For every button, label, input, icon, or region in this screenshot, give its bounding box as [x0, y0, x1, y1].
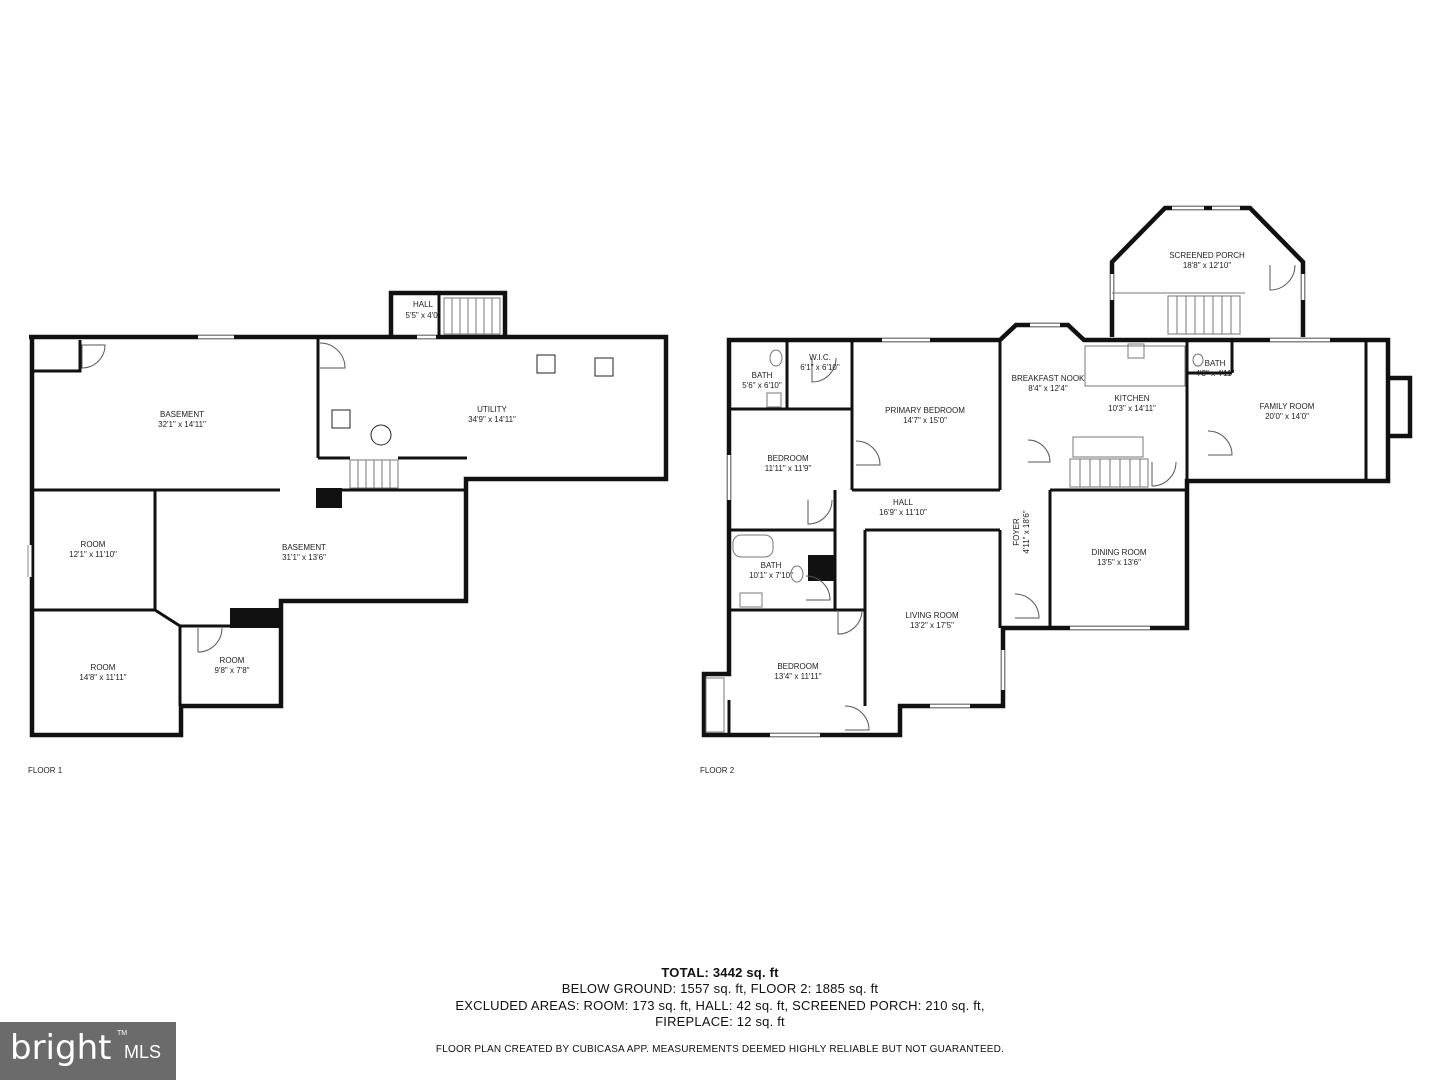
room-dims: 5'6" x 6'10": [742, 381, 782, 390]
bright-mls-logo: bright TM MLS: [0, 1022, 176, 1080]
room-dims: 12'1" x 11'10": [69, 550, 117, 559]
room-label: KITCHEN: [1114, 394, 1149, 403]
room-label: LIVING ROOM: [905, 611, 959, 620]
room-label: SCREENED PORCH: [1169, 251, 1245, 260]
room-label: ROOM: [220, 656, 245, 665]
room-label: BASEMENT: [160, 410, 204, 419]
room-dims: 20'0" x 14'0": [1265, 412, 1309, 421]
room-label: HALL: [893, 498, 914, 507]
room-dims: 32'1" x 14'11": [158, 420, 206, 429]
room-dims: 16'9" x 11'10": [879, 508, 927, 517]
room-label: HALL: [413, 300, 434, 309]
disclaimer: FLOOR PLAN CREATED BY CUBICASA APP. MEAS…: [435, 1044, 1005, 1055]
room-label: DINING ROOM: [1091, 548, 1146, 557]
room-dims: 13'4" x 11'11": [774, 672, 821, 681]
room-dims: 13'2" x 17'5": [910, 621, 954, 630]
room-dims: 8'4" x 12'4": [1028, 384, 1068, 393]
room-label: BREAKFAST NOOK: [1012, 374, 1085, 383]
room-dims: 11'11" x 11'9": [765, 464, 812, 473]
logo-trademark: TM: [117, 1030, 128, 1037]
room-label: BASEMENT: [282, 543, 326, 552]
room-dims: 13'5" x 13'6": [1097, 558, 1141, 567]
below-ground-area: BELOW GROUND: 1557 sq. ft, FLOOR 2: 1885…: [561, 981, 879, 996]
room-label: ROOM: [81, 540, 106, 549]
total-area: TOTAL: 3442 sq. ft: [661, 965, 779, 980]
fireplace-area: FIREPLACE: 12 sq. ft: [655, 1014, 785, 1029]
floor-2: SCREENED PORCH 18'8" x 12'10" BATH 5'6" …: [700, 205, 1413, 775]
room-label: PRIMARY BEDROOM: [885, 406, 965, 415]
room-label: W.I.C.: [809, 353, 831, 362]
logo-suffix: MLS: [124, 1042, 162, 1062]
floor-label: FLOOR 1: [28, 766, 63, 775]
room-dims: 6'1" x 6'10": [800, 363, 840, 372]
room-label: BATH: [1205, 359, 1226, 368]
excluded-areas: EXCLUDED AREAS: ROOM: 173 sq. ft, HALL: …: [455, 998, 985, 1013]
stairs-icon: [349, 459, 399, 489]
room-label: BEDROOM: [767, 454, 809, 463]
room-dims: 14'8" x 11'11": [79, 673, 126, 682]
room-label: BATH: [752, 371, 773, 380]
stairs-icon: [1069, 458, 1149, 488]
room-dims: 10'3" x 14'11": [1108, 404, 1156, 413]
floor-label: FLOOR 2: [700, 766, 735, 775]
room-label: BATH: [761, 561, 782, 570]
room-dims: 4'3" x 4'11": [1196, 369, 1235, 378]
floor-1: HALL 5'5" x 4'0" BASEMENT 32'1" x 14'11"…: [27, 290, 669, 775]
room-dims: 5'5" x 4'0": [406, 311, 441, 320]
room-label: FAMILY ROOM: [1260, 402, 1315, 411]
room-dims: 9'8" x 7'8": [215, 666, 250, 675]
room-dims: 34'9" x 14'11": [468, 415, 516, 424]
stairs-icon: [1167, 295, 1241, 335]
room-label: ROOM: [91, 663, 116, 672]
room-dims: 18'8" x 12'10": [1183, 261, 1231, 270]
room-dims: 10'1" x 7'10": [749, 571, 793, 580]
logo-brand: bright: [10, 1028, 112, 1068]
room-label: FOYER: [1012, 518, 1021, 546]
room-dims: 31'1" x 13'6": [282, 553, 326, 562]
room-label: BEDROOM: [777, 662, 819, 671]
stairs-icon: [443, 297, 501, 335]
room-dims: 14'7" x 15'0": [903, 416, 947, 425]
room-label: UTILITY: [477, 405, 507, 414]
room-dims: 4'11" x 18'6": [1022, 510, 1031, 553]
